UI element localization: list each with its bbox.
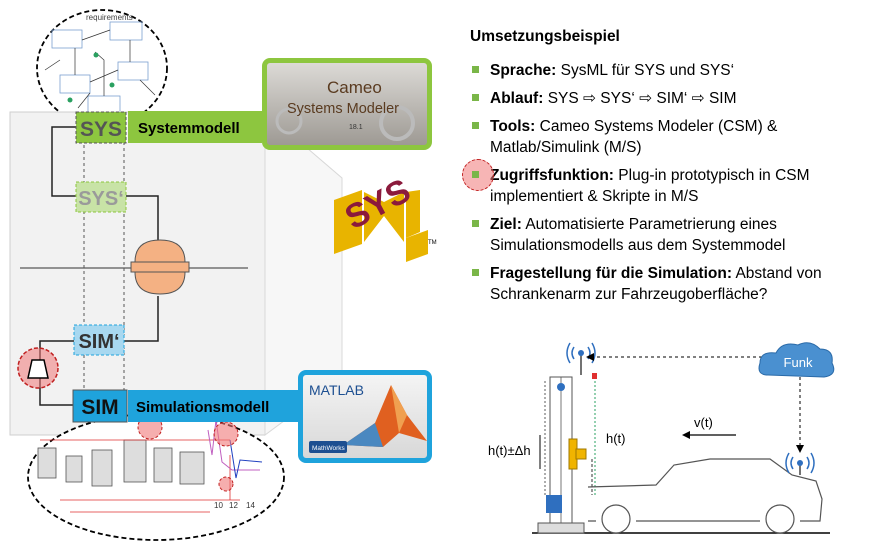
sim-box: SIM	[81, 396, 118, 419]
funk-label: Funk	[784, 355, 813, 370]
bullet-term: Zugriffsfunktion:	[490, 167, 614, 184]
trademark: TM	[428, 240, 437, 246]
bullet-icon	[472, 220, 479, 227]
car-outline	[587, 458, 823, 534]
bullet-list: Sprache: SysML für SYS und SYS‘ Ablauf: …	[462, 60, 863, 312]
bullet-term: Tools:	[490, 118, 536, 135]
cameo-subtitle: Systems Modeler	[287, 101, 399, 117]
car-antenna-icon	[785, 452, 815, 475]
cameo-version: 18.1	[349, 124, 363, 131]
access-function-marker	[17, 347, 59, 389]
bullet-text: Plug-in prototypisch in CSM implementier…	[490, 167, 810, 205]
bullet-term: Fragestellung für die Simulation:	[490, 265, 732, 282]
sys-box: SYS	[80, 118, 122, 141]
bullet-term: Ziel:	[490, 216, 522, 233]
antenna-icon	[566, 342, 596, 375]
bullet-text: Cameo Systems Modeler (CSM) & Matlab/Sim…	[490, 118, 778, 156]
height-tolerance-label: h(t)±Δh	[488, 443, 531, 458]
velocity-label: v(t)	[694, 415, 713, 430]
plot-tick: 10	[214, 501, 223, 510]
sysml-text: SYS	[339, 172, 417, 237]
simulation-ellipse: 10 12 14	[27, 413, 285, 541]
model-transformation-diagram: requirements	[9, 9, 343, 541]
list-item: Tools: Cameo Systems Modeler (CSM) & Mat…	[468, 116, 863, 158]
sim-prime-box: SIM‘	[78, 331, 119, 353]
cameo-title: Cameo	[327, 78, 382, 97]
matlab-title: MATLAB	[309, 382, 364, 398]
simulationsmodell-label: Simulationsmodell	[136, 399, 269, 416]
bullet-icon	[472, 269, 479, 276]
bullet-term: Ablauf:	[490, 90, 544, 107]
transformation-symbol	[130, 239, 190, 295]
requirements-label: requirements	[86, 13, 133, 22]
bullet-term: Sprache:	[490, 62, 557, 79]
bullet-icon	[472, 66, 479, 73]
mathworks-badge: MathWorks	[312, 445, 345, 452]
matlab-logo: MATLAB MathWorks	[298, 370, 432, 463]
list-item: Ablauf: SYS ⇨ SYS‘ ⇨ SIM‘ ⇨ SIM	[468, 88, 863, 109]
plot-tick: 12	[229, 501, 238, 510]
list-item: Fragestellung für die Simulation: Abstan…	[468, 263, 863, 305]
cameo-logo: Cameo Systems Modeler 18.1	[262, 58, 432, 150]
systemmodell-label: Systemmodell	[138, 120, 240, 137]
height-label: h(t)	[606, 431, 626, 446]
sysml-logo: SYS TM	[334, 172, 437, 262]
bullet-text: SYS ⇨ SYS‘ ⇨ SIM‘ ⇨ SIM	[543, 90, 737, 107]
barrier-scene: h(t)±Δh h(t) v(t) Funk	[488, 342, 835, 534]
section-heading: Umsetzungsbeispiel	[470, 28, 620, 45]
requirements-ellipse: requirements	[36, 9, 168, 127]
list-item: Zugriffsfunktion: Plug-in prototypisch i…	[462, 159, 863, 207]
bullet-icon	[472, 94, 479, 101]
bullet-text: Abstand von Schrankenarm zur Fahrzeugobe…	[490, 265, 822, 303]
plot-tick: 14	[246, 501, 255, 510]
bullet-text: SysML für SYS und SYS‘	[556, 62, 735, 79]
list-item: Ziel: Automatisierte Parametrierung eine…	[468, 214, 863, 256]
bullet-icon	[472, 122, 479, 129]
sys-prime-box: SYS‘	[78, 188, 124, 210]
funk-cloud-icon: Funk	[758, 342, 835, 378]
bullet-icon	[472, 171, 479, 178]
list-item: Sprache: SysML für SYS und SYS‘	[468, 60, 863, 81]
bullet-text: Automatisierte Parametrierung eines Simu…	[490, 216, 786, 254]
